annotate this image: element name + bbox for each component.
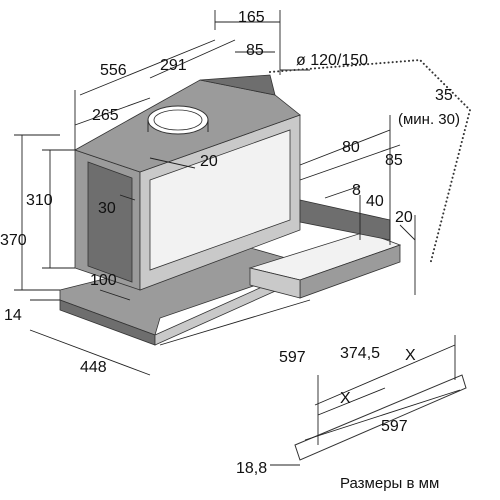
dim-line-448	[29, 329, 151, 376]
label-165: 165	[238, 9, 265, 26]
dim-line-556	[79, 39, 216, 96]
dim-line-100	[99, 289, 131, 301]
hood-side-inner	[149, 129, 291, 271]
label-35: 35	[435, 87, 453, 104]
drawer-side	[249, 267, 301, 299]
dim-line-x-mid	[317, 387, 386, 416]
label-18-8: 18,8	[236, 460, 267, 477]
dim-line-30	[119, 194, 136, 201]
label-40: 40	[366, 193, 384, 210]
dimension-labels: 165 556 291 85 ø 120/150 35 (мин. 30) 26…	[0, 9, 460, 492]
units-caption: Размеры в мм	[340, 475, 439, 492]
label-80: 80	[342, 139, 360, 156]
mounting-strip	[294, 374, 467, 461]
hood-top-rear	[199, 74, 276, 96]
dim-line-597-strip	[304, 389, 461, 441]
dim-line-20-top	[149, 157, 196, 169]
label-448: 448	[80, 359, 107, 376]
label-20-top: 20	[200, 153, 218, 170]
hood-body	[59, 74, 402, 346]
dim-line-80	[299, 129, 391, 166]
label-597-body: 597	[279, 349, 306, 366]
label-14: 14	[4, 307, 22, 324]
dim-line-20-right	[399, 224, 416, 241]
label-265: 265	[92, 107, 119, 124]
label-597-strip: 597	[381, 418, 408, 435]
dim-line-597-body	[159, 299, 311, 346]
dim-line-x-top	[314, 344, 456, 406]
label-diameter: ø 120/150	[296, 52, 368, 69]
dim-line-8	[324, 185, 361, 199]
label-100: 100	[90, 272, 117, 289]
label-291: 291	[160, 57, 187, 74]
label-85-top: 85	[246, 42, 264, 59]
dim-line-265	[74, 97, 151, 126]
label-30: 30	[98, 200, 116, 217]
label-370: 370	[0, 232, 27, 249]
dim-line-85-right	[299, 144, 401, 181]
dim-line-291	[149, 39, 236, 79]
label-x-mid: X	[340, 390, 351, 407]
dimension-lines	[14, 10, 472, 466]
label-374-5: 374,5	[340, 345, 380, 362]
label-85-right: 85	[385, 152, 403, 169]
label-x-top: X	[405, 347, 416, 364]
label-8: 8	[352, 182, 361, 199]
label-20-right: 20	[395, 209, 413, 226]
label-556: 556	[100, 62, 127, 79]
label-35-note: (мин. 30)	[398, 111, 460, 128]
exhaust-collar-inner	[153, 109, 203, 131]
hood-front-inner	[87, 161, 133, 283]
label-310: 310	[26, 192, 53, 209]
